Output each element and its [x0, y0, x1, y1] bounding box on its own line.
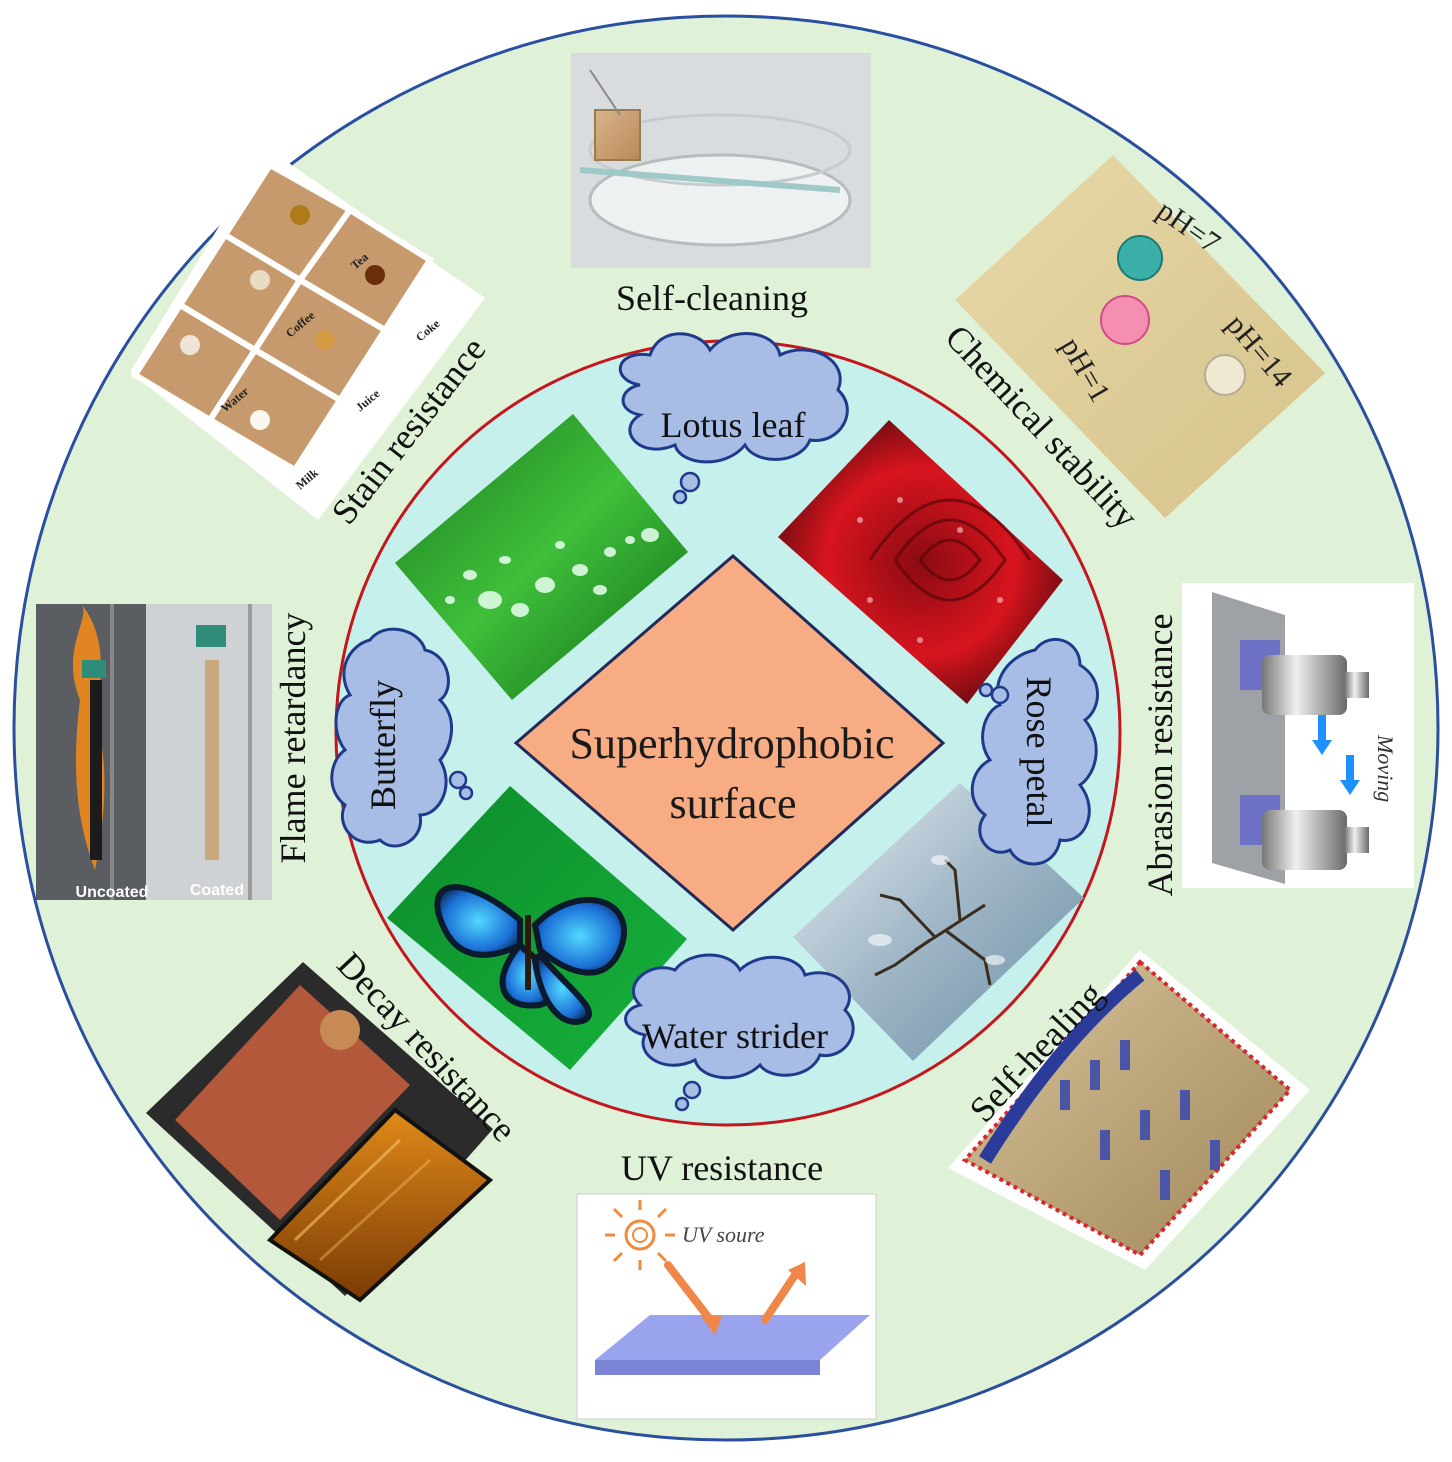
coated-label: Coated [190, 882, 244, 899]
lotus-leaf-label: Lotus leaf [661, 405, 806, 445]
butterfly-label: Butterfly [363, 680, 403, 810]
center-title-line1: Superhydrophobic [569, 719, 894, 768]
center-diamond: Superhydrophobic surface [513, 554, 946, 932]
uv-resistance-photo: UV soure [576, 1193, 877, 1420]
chemical-stability-photo: pH=7 pH=1 pH=14 [955, 155, 1325, 518]
stain-resistance-photo: Water Coffee Tea Coke Juice Milk [130, 148, 485, 520]
self-cleaning-label: Self-cleaning [616, 278, 808, 318]
butterfly-bubble: Butterfly [330, 627, 474, 848]
flame-retardancy-label: Flame retardancy [273, 613, 313, 864]
water-strider-label: Water strider [642, 1016, 828, 1056]
center-title-line2: surface [669, 779, 796, 828]
butterfly-photo [387, 786, 687, 1070]
lotus-leaf-bubble: Lotus leaf [618, 332, 849, 505]
self-cleaning-photo [571, 53, 871, 268]
lotus-leaf-photo [395, 414, 688, 700]
moving-label: Moving [1373, 734, 1398, 802]
rose-petal-photo [778, 420, 1063, 704]
water-strider-bubble: Water strider [624, 953, 855, 1112]
abrasion-resistance-photo: Moving [1182, 583, 1414, 888]
flame-retardancy-photo: Uncoated Coated [36, 604, 272, 901]
decay-resistance-photo [146, 962, 494, 1303]
rose-petal-label: Rose petal [1019, 677, 1059, 828]
abrasion-resistance-label: Abrasion resistance [1140, 614, 1180, 897]
uv-source-label: UV soure [682, 1222, 765, 1247]
uv-resistance-label: UV resistance [621, 1148, 823, 1188]
self-healing-photo [948, 950, 1310, 1270]
rose-petal-bubble: Rose petal [970, 637, 1099, 866]
uncoated-label: Uncoated [76, 884, 149, 901]
